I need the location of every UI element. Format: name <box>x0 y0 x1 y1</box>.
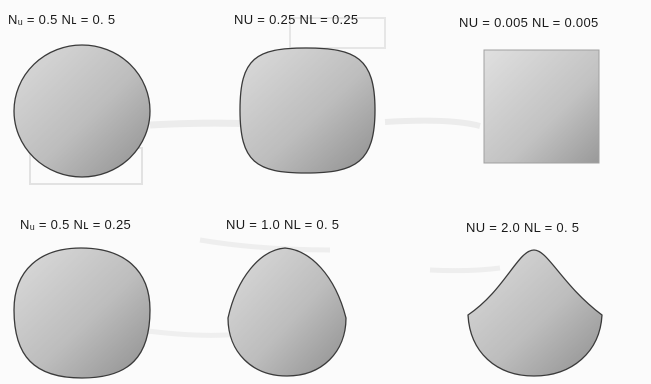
shape-circle <box>14 45 150 177</box>
shape-square <box>484 50 599 163</box>
shape-squircle <box>240 48 375 173</box>
shape-ogive <box>228 248 346 376</box>
shape-cusp <box>468 250 602 376</box>
shape-mixed <box>14 248 150 378</box>
